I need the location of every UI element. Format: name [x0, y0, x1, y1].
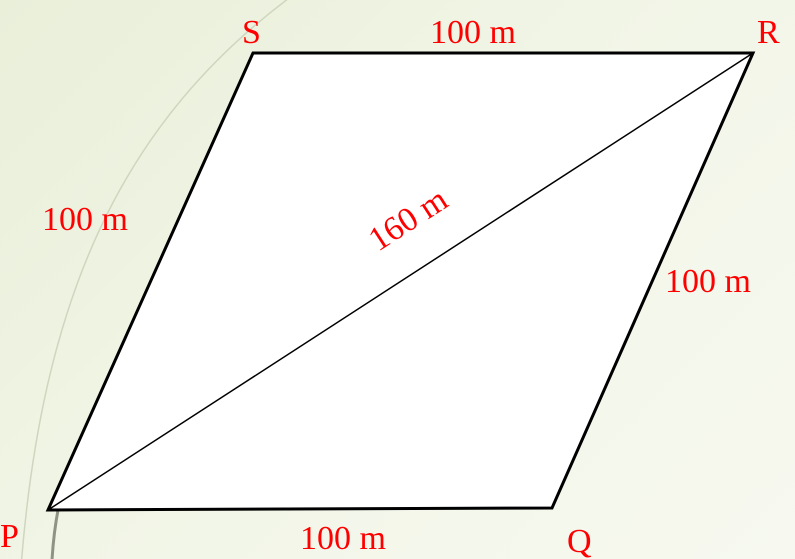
- side-label-qr: 100 m: [665, 263, 751, 300]
- background-arc-outer: [20, 0, 288, 559]
- diagonal-pr: [47, 52, 754, 511]
- side-label-pq: 100 m: [300, 520, 386, 557]
- side-label-sr: 100 m: [430, 14, 516, 51]
- side-label-ps: 100 m: [42, 201, 128, 238]
- vertex-label-r: R: [757, 14, 780, 51]
- vertex-label-s: S: [242, 14, 261, 51]
- vertex-label-p: P: [0, 518, 19, 555]
- vertex-label-q: Q: [567, 523, 592, 559]
